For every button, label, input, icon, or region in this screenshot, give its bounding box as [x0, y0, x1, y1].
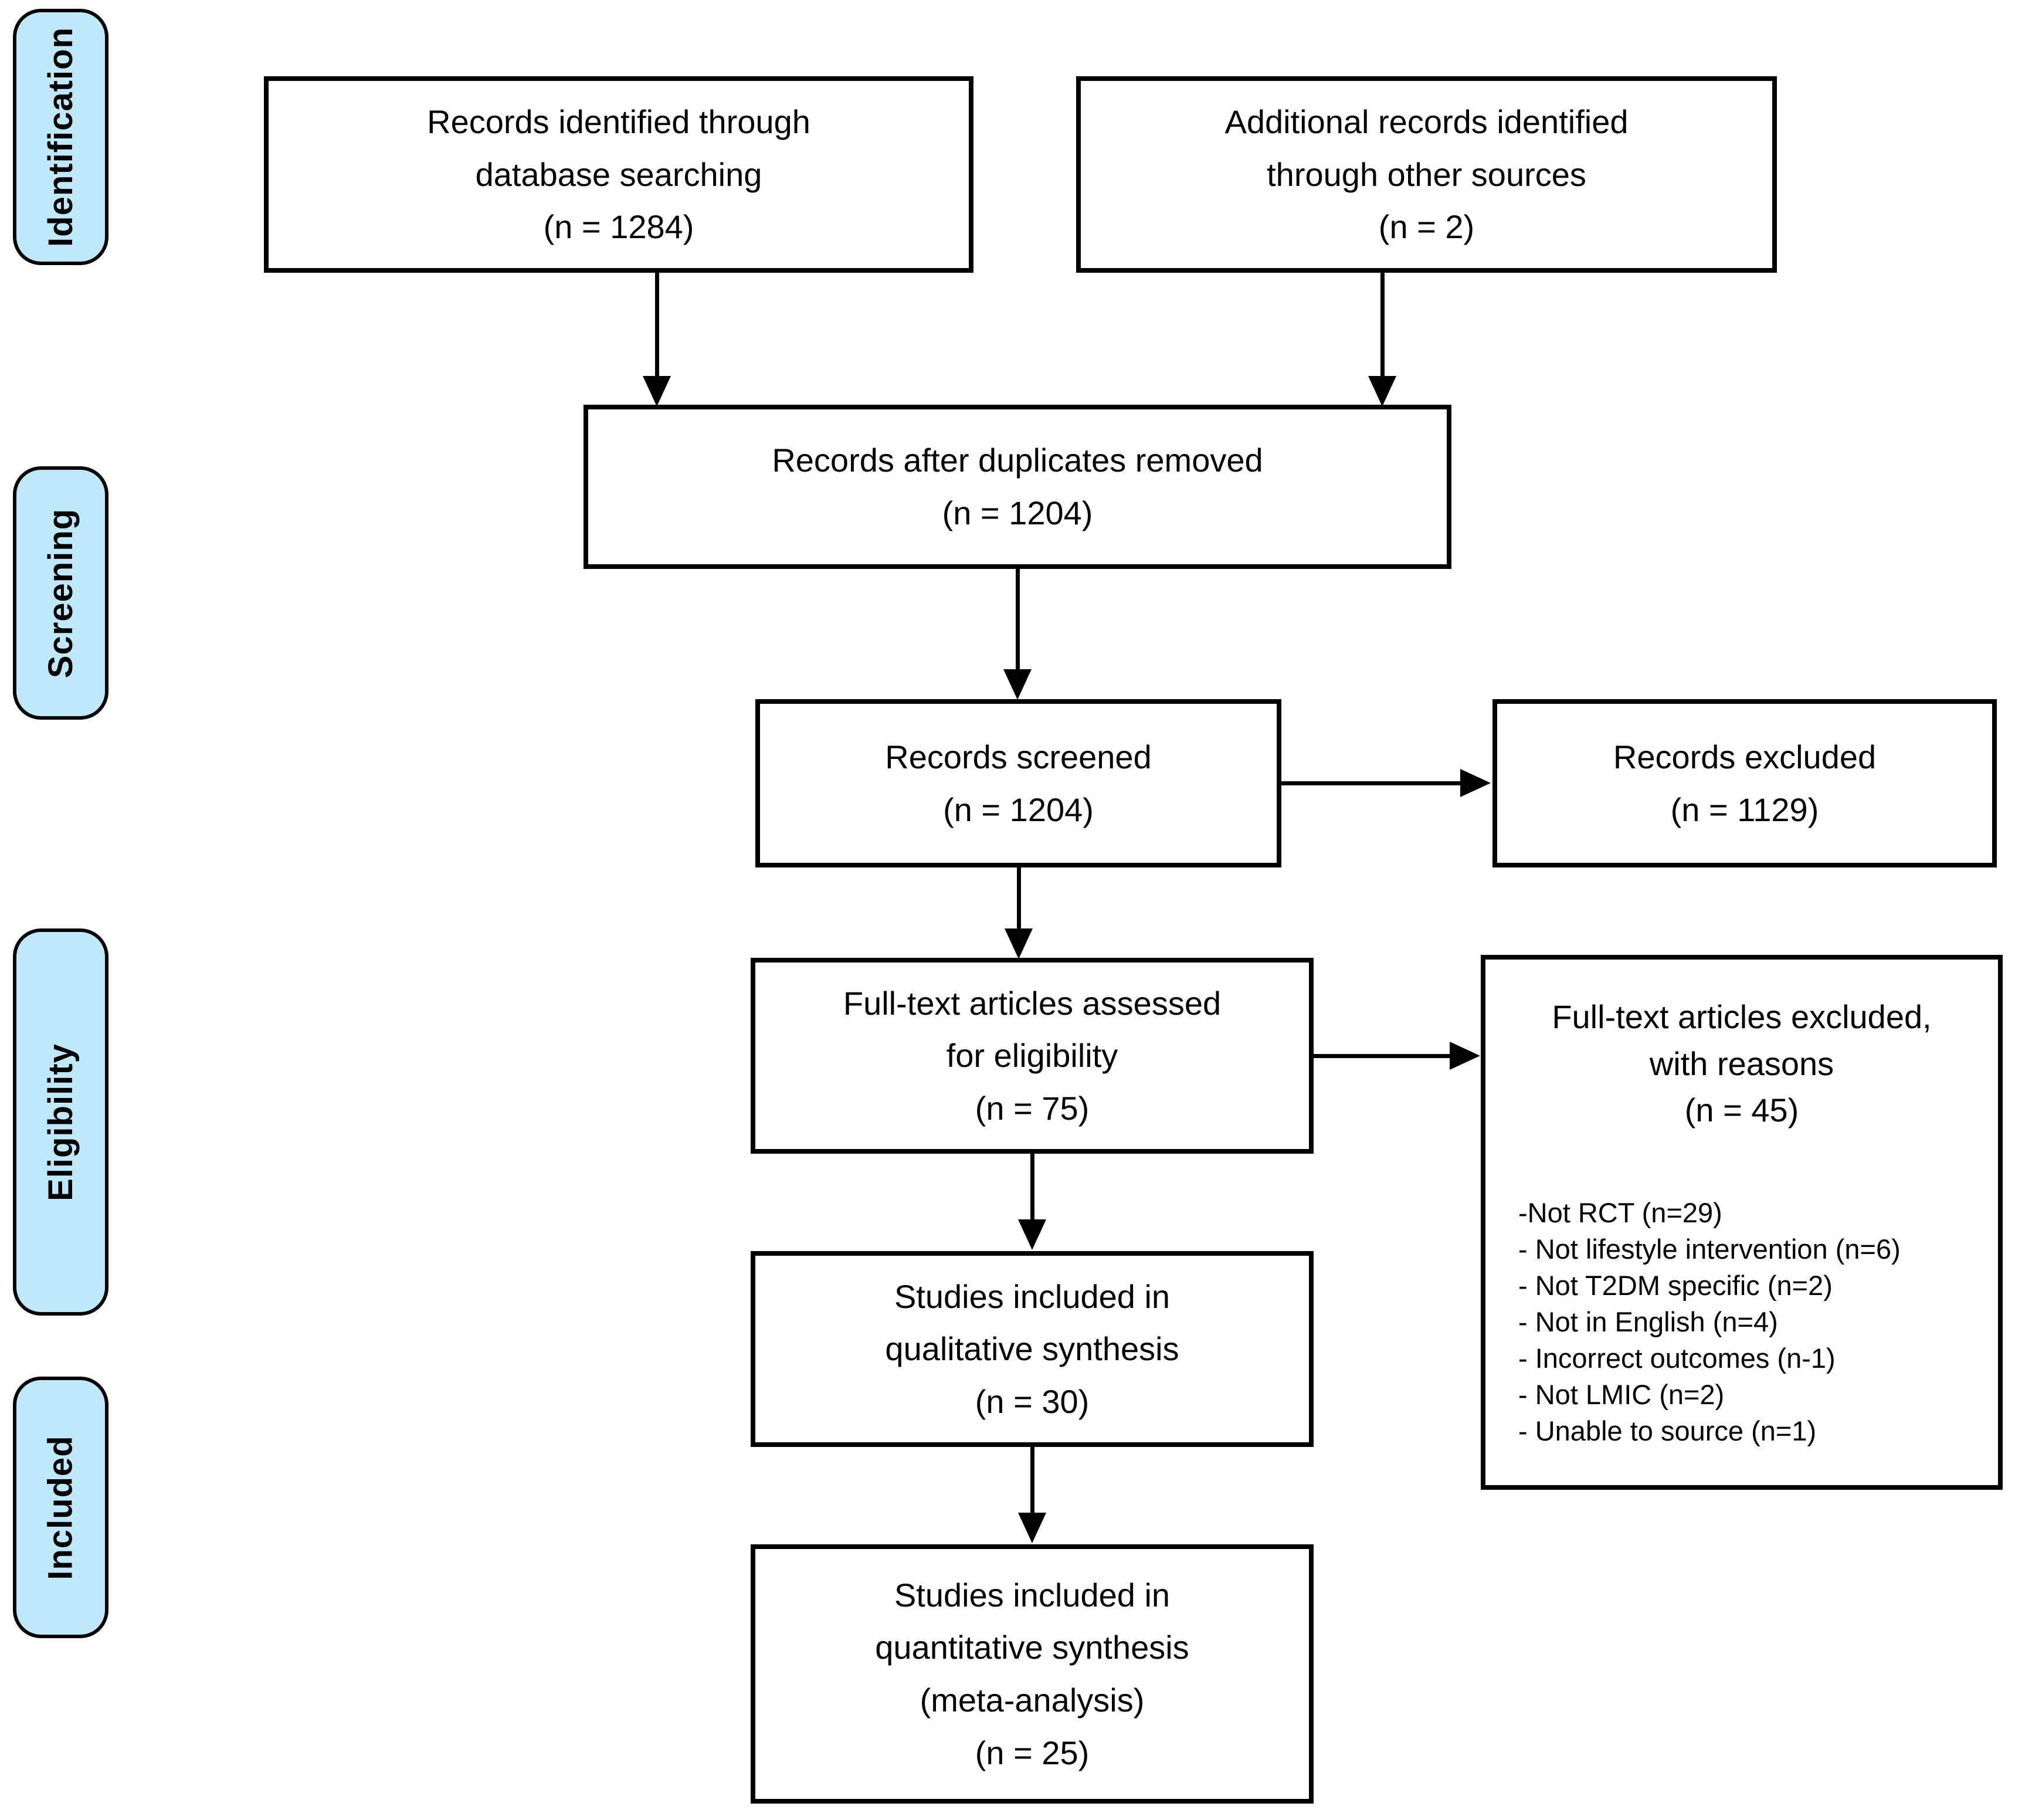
arrow-additional-to-duplicates-line — [1380, 273, 1385, 378]
box-qualitative-synthesis-count: (n = 30) — [975, 1382, 1090, 1420]
box-additional-records-line: Additional records identified — [1224, 103, 1629, 141]
stage-identification-label: Identification — [42, 27, 80, 247]
box-records-identified-line: database searching — [475, 155, 762, 193]
stage-eligibility: Eligibility — [13, 928, 108, 1316]
exclusion-reason: - Not T2DM specific (n=2) — [1518, 1269, 1833, 1301]
exclusion-reason: - Not in English (n=4) — [1518, 1306, 1778, 1337]
box-records-identified-line: Records identified through — [427, 103, 810, 141]
arrow-qualitative-to-quantitative-head — [1018, 1513, 1046, 1543]
arrow-screened-to-excluded-head — [1460, 769, 1491, 797]
stage-included: Included — [13, 1377, 108, 1638]
box-quantitative-synthesis: Studies included in quantitative synthes… — [751, 1544, 1314, 1804]
exclusion-reason: - Unable to source (n=1) — [1518, 1415, 1817, 1446]
box-quantitative-synthesis-line: (meta-analysis) — [920, 1682, 1145, 1719]
box-records-identified-count: (n = 1284) — [543, 208, 694, 246]
stage-screening-label: Screening — [42, 508, 80, 678]
stage-screening: Screening — [13, 466, 108, 720]
box-fulltext-assessed-count: (n = 75) — [975, 1089, 1090, 1127]
arrow-fulltext-to-excluded-head — [1450, 1042, 1480, 1070]
exclusion-reason: -Not RCT (n=29) — [1518, 1197, 1722, 1228]
box-qualitative-synthesis-line: qualitative synthesis — [885, 1330, 1179, 1368]
box-records-excluded-count: (n = 1129) — [1670, 791, 1819, 828]
arrow-screened-to-excluded-line — [1281, 781, 1462, 785]
arrow-fulltext-to-excluded-line — [1314, 1054, 1451, 1058]
box-duplicates-removed-line: Records after duplicates removed — [772, 442, 1263, 479]
stage-identification: Identification — [13, 9, 108, 265]
box-additional-records: Additional records identified through ot… — [1076, 76, 1777, 273]
arrow-fulltext-to-qualitative-line — [1030, 1154, 1034, 1222]
box-additional-records-count: (n = 2) — [1378, 208, 1475, 246]
exclusion-reason: - Not lifestyle intervention (n=6) — [1518, 1233, 1901, 1265]
exclusion-reason-list: -Not RCT (n=29) - Not lifestyle interven… — [1502, 1195, 1982, 1449]
box-records-screened-count: (n = 1204) — [943, 791, 1094, 828]
arrow-additional-to-duplicates-head — [1368, 376, 1396, 406]
box-quantitative-synthesis-line: Studies included in — [894, 1576, 1171, 1614]
box-records-excluded: Records excluded (n = 1129) — [1492, 699, 1997, 867]
box-fulltext-assessed: Full-text articles assessed for eligibil… — [751, 958, 1314, 1154]
box-fulltext-assessed-line: Full-text articles assessed — [843, 984, 1222, 1022]
box-quantitative-synthesis-line: quantitative synthesis — [875, 1629, 1189, 1666]
box-quantitative-synthesis-count: (n = 25) — [975, 1734, 1090, 1771]
arrow-identified-to-duplicates-head — [643, 376, 671, 406]
box-records-identified: Records identified through database sear… — [264, 76, 973, 273]
box-records-screened: Records screened (n = 1204) — [755, 699, 1281, 867]
exclusion-reason: - Not LMIC (n=2) — [1518, 1378, 1725, 1410]
arrow-duplicates-to-screened-head — [1003, 669, 1032, 700]
box-qualitative-synthesis-line: Studies included in — [894, 1277, 1171, 1315]
box-records-screened-line: Records screened — [885, 738, 1152, 775]
arrow-screened-to-fulltext-head — [1005, 928, 1033, 959]
arrow-screened-to-fulltext-line — [1017, 867, 1021, 931]
box-duplicates-removed: Records after duplicates removed (n = 12… — [584, 405, 1451, 569]
box-records-excluded-line: Records excluded — [1613, 738, 1877, 775]
box-fulltext-excluded-title: Full-text articles excluded, with reason… — [1552, 994, 1931, 1134]
stage-eligibility-label: Eligibility — [42, 1043, 80, 1201]
box-additional-records-line: through other sources — [1267, 155, 1586, 193]
arrow-duplicates-to-screened-line — [1016, 568, 1020, 672]
box-fulltext-excluded-count: (n = 45) — [1684, 1092, 1799, 1129]
arrow-fulltext-to-qualitative-head — [1018, 1219, 1046, 1250]
box-duplicates-removed-count: (n = 1204) — [942, 494, 1093, 531]
box-fulltext-excluded-title-line: with reasons — [1649, 1045, 1834, 1082]
box-fulltext-excluded-title-line: Full-text articles excluded, — [1552, 998, 1932, 1035]
arrow-qualitative-to-quantitative-line — [1030, 1447, 1034, 1515]
box-fulltext-assessed-line: for eligibility — [946, 1037, 1118, 1075]
exclusion-reason: - Incorrect outcomes (n-1) — [1518, 1342, 1836, 1374]
arrow-identified-to-duplicates-line — [655, 273, 659, 378]
box-qualitative-synthesis: Studies included in qualitative synthesi… — [751, 1251, 1314, 1447]
stage-included-label: Included — [42, 1435, 80, 1580]
box-fulltext-excluded: Full-text articles excluded, with reason… — [1481, 955, 2003, 1490]
